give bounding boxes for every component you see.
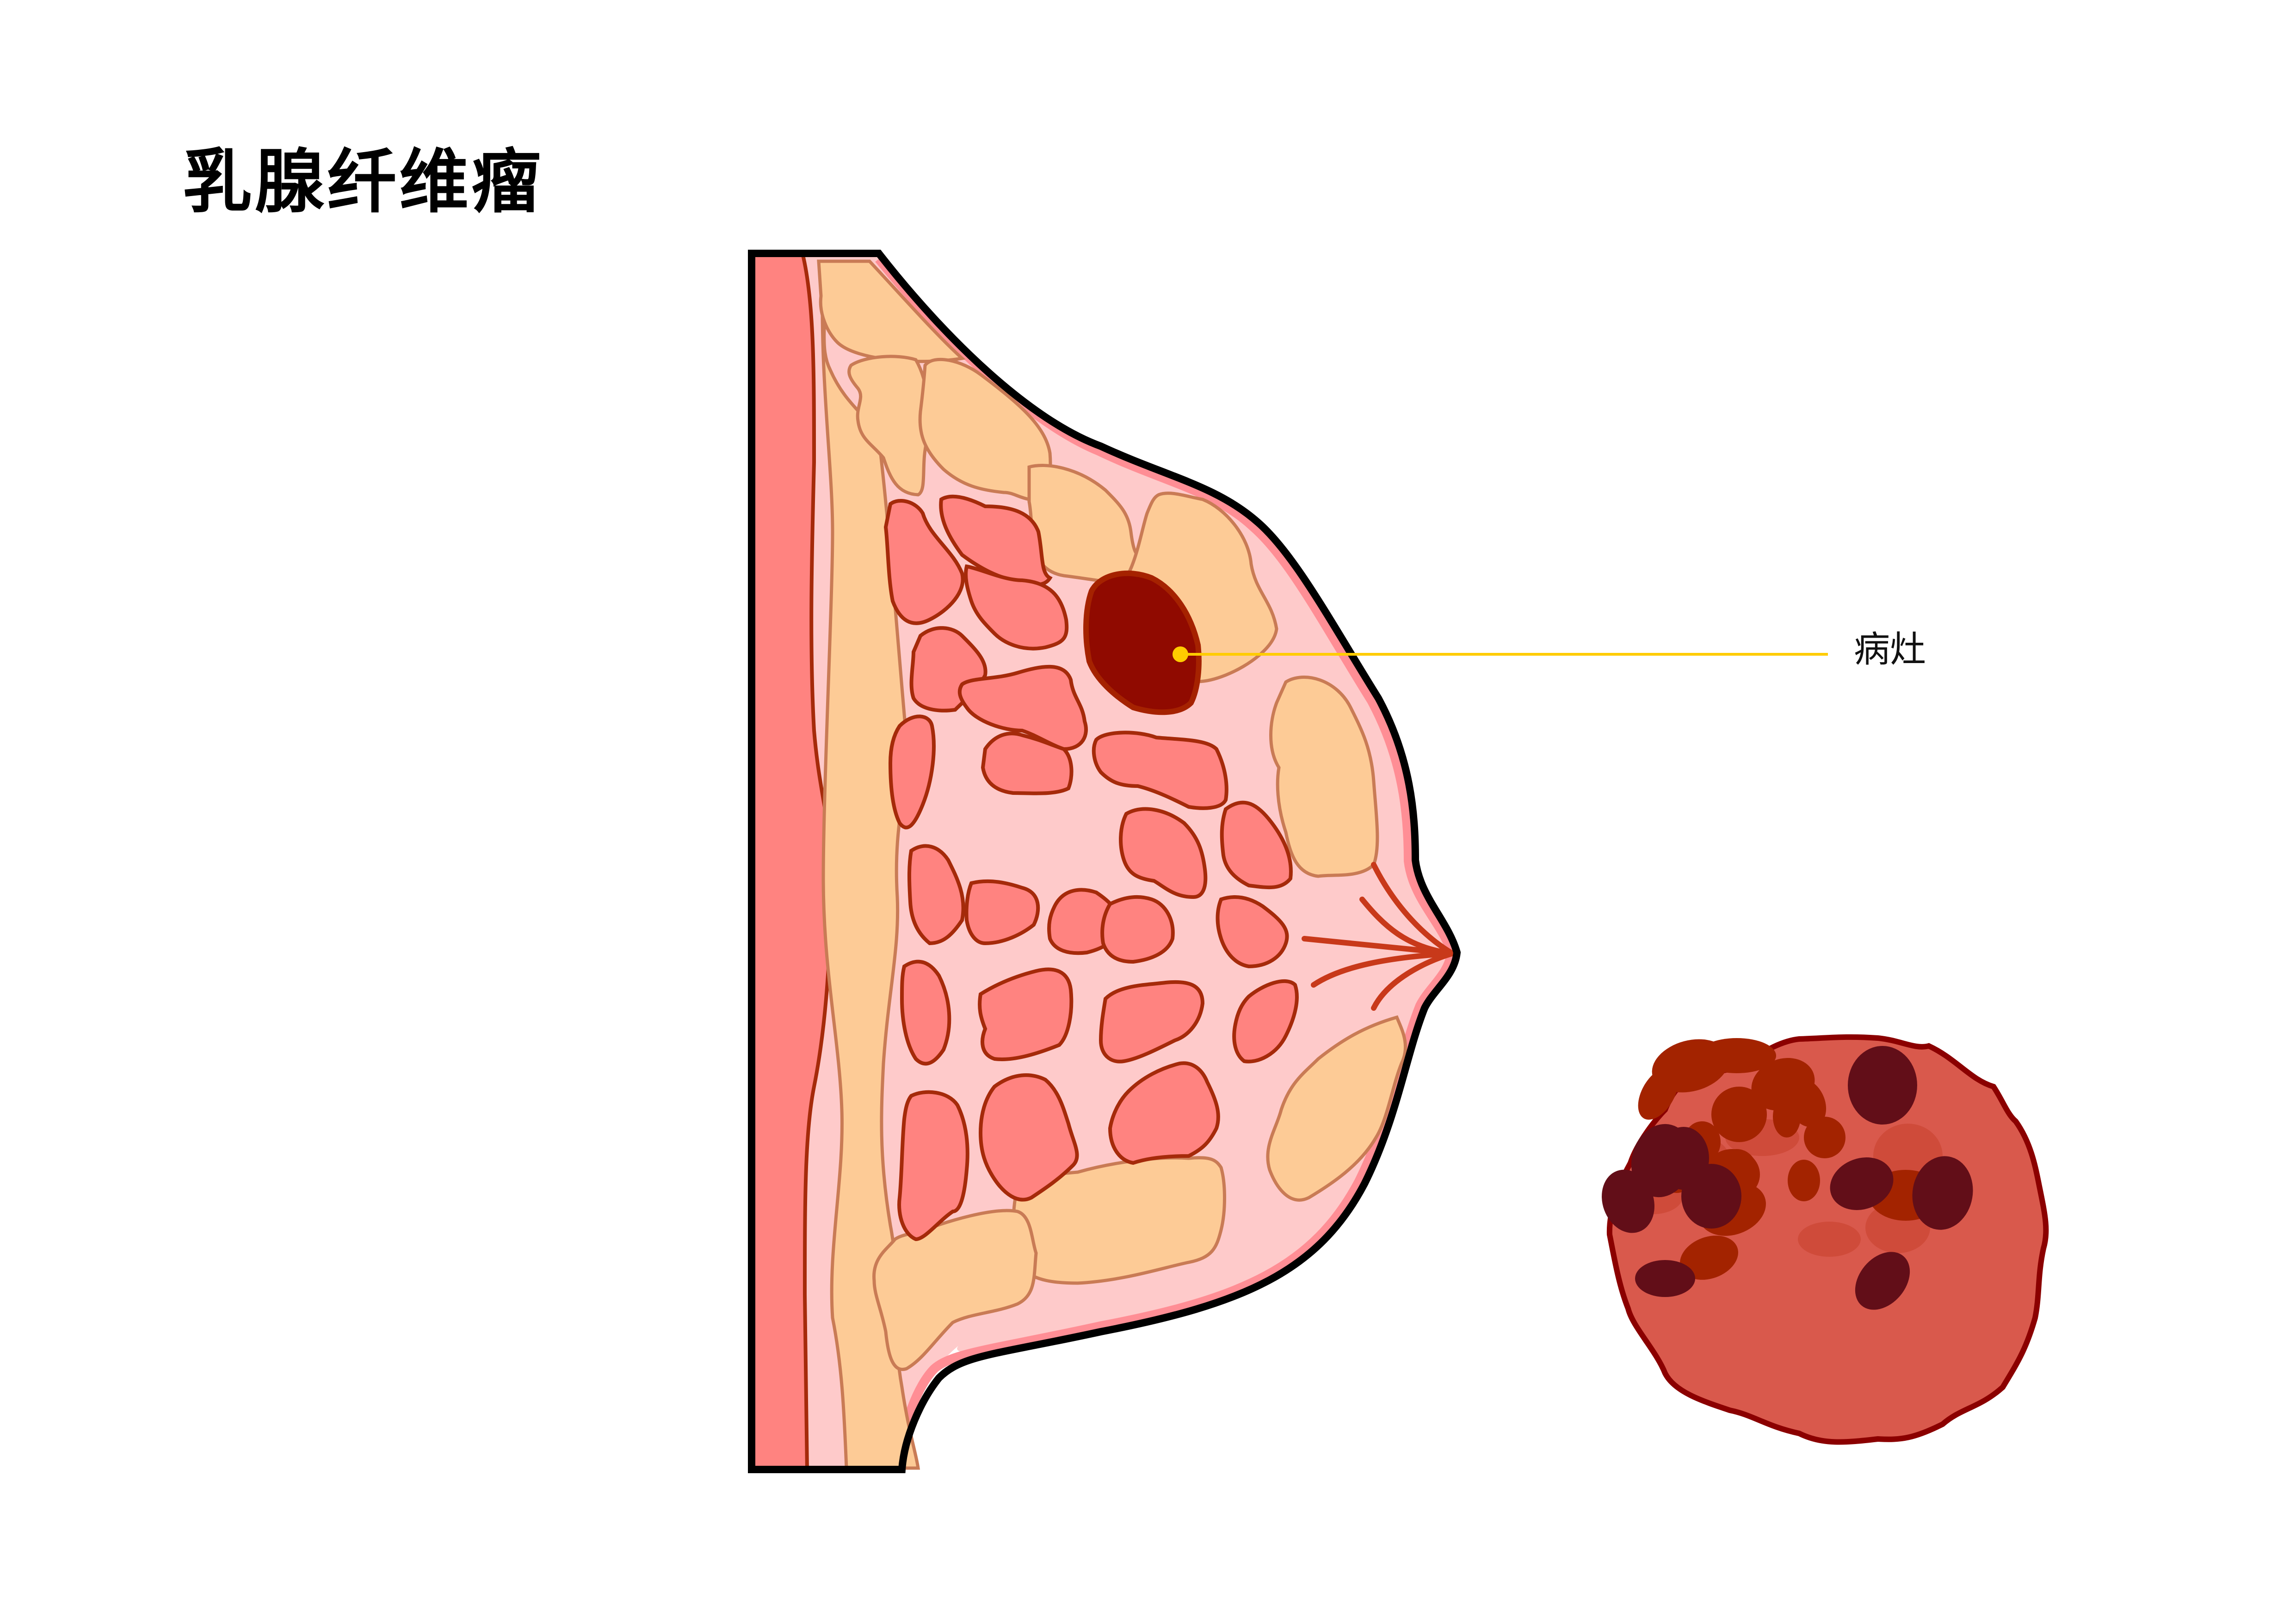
fibroadenoma-detail xyxy=(1602,1034,2049,1445)
gland-lobules xyxy=(883,494,1299,1242)
lesion-label: 病灶 xyxy=(1854,629,1926,670)
tumor-cells-dark xyxy=(1602,1046,1973,1310)
breast-cross-section xyxy=(748,250,1461,1473)
skin-layer xyxy=(875,256,1457,1469)
lesion-leader xyxy=(1173,646,1828,662)
fat-lobules xyxy=(817,259,1407,1371)
leader-dot xyxy=(1173,646,1188,662)
page-title: 乳腺纤维瘤 xyxy=(183,141,544,222)
lesion xyxy=(1083,571,1202,715)
lactiferous-ducts xyxy=(1302,862,1455,1011)
breast-outline xyxy=(748,250,1461,1473)
